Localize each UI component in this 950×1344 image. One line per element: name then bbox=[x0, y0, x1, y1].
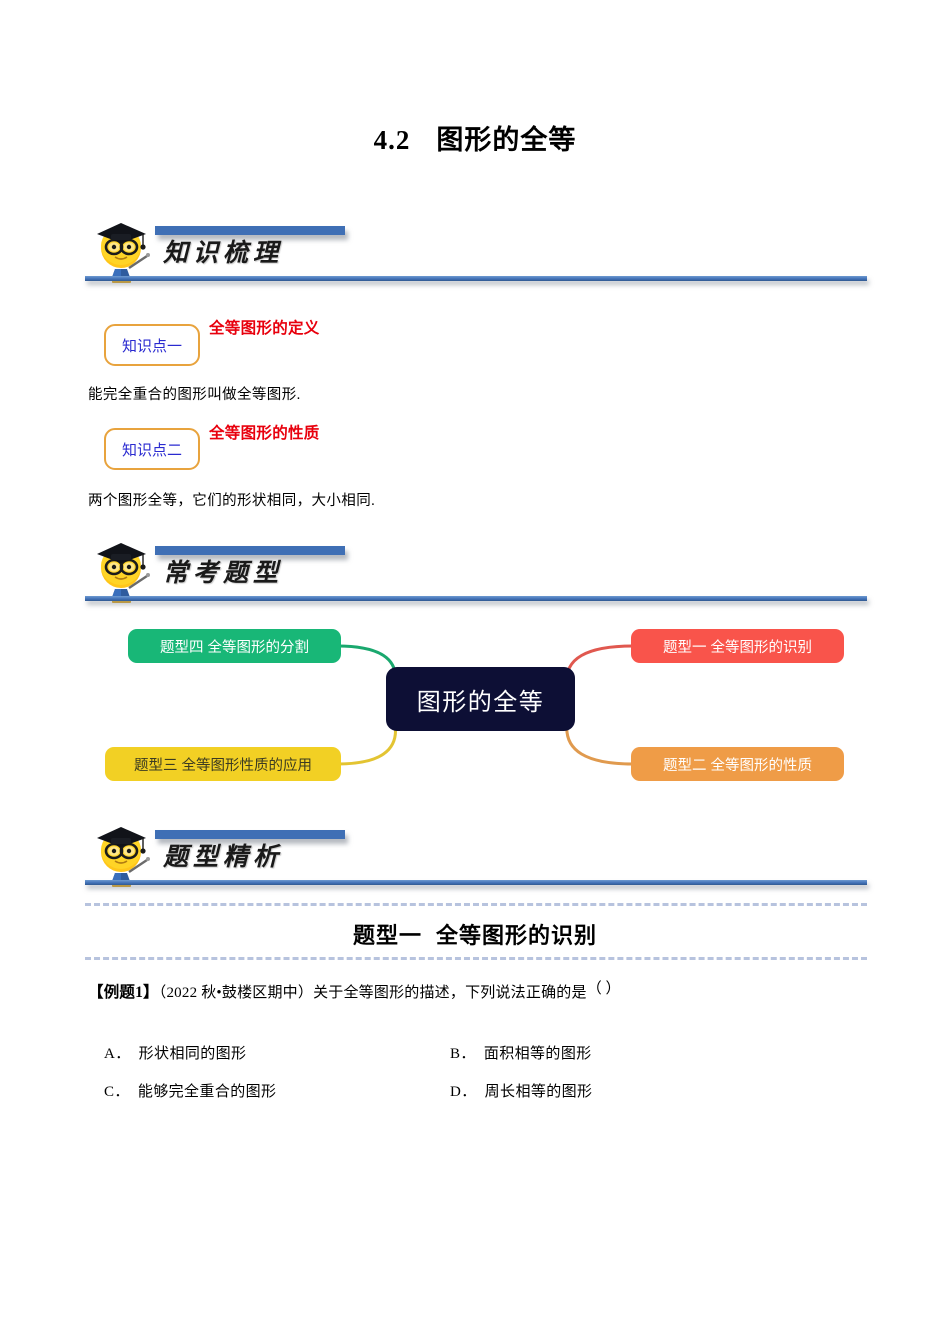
mindmap-branch-topleft-label: 题型四 全等图形的分割 bbox=[159, 639, 310, 656]
option-a-label: A． bbox=[104, 1046, 131, 1062]
mindmap-branch-bottomright[interactable]: 题型二 全等图形的性质 bbox=[631, 747, 844, 781]
section-title-question-analysis: 题型精析 bbox=[163, 844, 284, 871]
section-header-question-analysis: 题型精析 bbox=[85, 812, 867, 894]
option-b-label: B． bbox=[450, 1046, 476, 1062]
knowledge-point-badge-1: 知识点一 bbox=[104, 324, 200, 366]
mindmap-branch-bottomleft-label: 题型三 全等图形性质的应用 bbox=[133, 757, 313, 774]
dashed-divider-bottom bbox=[85, 957, 867, 960]
option-d[interactable]: D． 周长相等的图形 bbox=[450, 1080, 592, 1101]
knowledge-point-badge-2: 知识点二 bbox=[104, 428, 200, 470]
mindmap-link-topright bbox=[565, 644, 634, 685]
example-answer-blank[interactable]: （ ） bbox=[586, 981, 621, 997]
knowledge-point-heading-2: 全等图形的性质 bbox=[209, 425, 320, 442]
graduate-mascot-icon bbox=[85, 814, 157, 888]
section-rule bbox=[85, 880, 867, 885]
mindmap-branch-topleft[interactable]: 题型四 全等图形的分割 bbox=[128, 629, 341, 663]
knowledge-point-heading-1: 全等图形的定义 bbox=[209, 320, 320, 337]
knowledge-point-body-2: 两个图形全等，它们的形状相同，大小相同. bbox=[88, 493, 376, 509]
option-c-label: C． bbox=[104, 1084, 130, 1100]
page-title-text: 图形的全等 bbox=[436, 125, 577, 155]
page-title-number: 4.2 bbox=[373, 125, 411, 155]
section-rule bbox=[85, 596, 867, 601]
example-source: （2022 秋•鼓楼区期中） bbox=[158, 985, 314, 1001]
mindmap-center-label: 图形的全等 bbox=[416, 688, 545, 716]
section-accent-bar bbox=[155, 830, 345, 839]
example-question-line: 【例题1】（2022 秋•鼓楼区期中）关于全等图形的描述，下列说法正确的是（ ） bbox=[88, 980, 620, 1002]
dashed-divider-top bbox=[85, 903, 867, 906]
section-accent-bar bbox=[155, 226, 345, 235]
option-c[interactable]: C． 能够完全重合的图形 bbox=[104, 1080, 276, 1101]
mindmap-branch-topright[interactable]: 题型一 全等图形的识别 bbox=[631, 629, 844, 663]
section-accent-bar bbox=[155, 546, 345, 555]
option-a-text: 形状相同的图形 bbox=[138, 1046, 247, 1062]
mindmap-branch-bottomleft[interactable]: 题型三 全等图形性质的应用 bbox=[105, 747, 341, 781]
question-type-heading: 题型一全等图形的识别 bbox=[0, 918, 950, 950]
mindmap-link-bottomright bbox=[565, 723, 634, 766]
option-a[interactable]: A． 形状相同的图形 bbox=[104, 1042, 246, 1063]
section-header-common-question-types: 常考题型 bbox=[85, 528, 867, 610]
mindmap-branch-topright-label: 题型一 全等图形的识别 bbox=[662, 639, 813, 656]
option-b-text: 面积相等的图形 bbox=[483, 1046, 592, 1062]
option-d-text: 周长相等的图形 bbox=[484, 1084, 593, 1100]
page-title: 4.2 图形的全等 bbox=[0, 118, 950, 157]
graduate-mascot-icon bbox=[85, 210, 157, 284]
section-header-knowledge-review: 知识梳理 bbox=[85, 208, 867, 290]
knowledge-point-badge-label-1: 知识点一 bbox=[121, 338, 182, 355]
mindmap-center-node[interactable]: 图形的全等 bbox=[387, 668, 574, 730]
graduate-mascot-icon bbox=[85, 530, 157, 604]
option-d-label: D． bbox=[450, 1084, 477, 1100]
option-c-text: 能够完全重合的图形 bbox=[137, 1084, 277, 1100]
knowledge-point-body-1: 能完全重合的图形叫做全等图形. bbox=[88, 387, 301, 403]
section-rule bbox=[85, 276, 867, 281]
knowledge-point-badge-label-2: 知识点二 bbox=[121, 442, 182, 459]
mindmap: 题型四 全等图形的分割 题型一 全等图形的识别 题型三 全等图形性质的应用 题型… bbox=[85, 612, 875, 812]
mindmap-link-bottomleft bbox=[336, 723, 397, 766]
question-type-name: 全等图形的识别 bbox=[436, 923, 598, 948]
question-type-number: 题型一 bbox=[352, 923, 422, 948]
option-b[interactable]: B． 面积相等的图形 bbox=[450, 1042, 592, 1063]
example-stem: 关于全等图形的描述，下列说法正确的是 bbox=[313, 985, 587, 1001]
section-title-knowledge-review: 知识梳理 bbox=[163, 240, 284, 267]
example-tag: 【例题1】 bbox=[88, 984, 159, 1001]
section-title-common-question-types: 常考题型 bbox=[163, 560, 284, 587]
mindmap-branch-bottomright-label: 题型二 全等图形的性质 bbox=[662, 757, 813, 774]
